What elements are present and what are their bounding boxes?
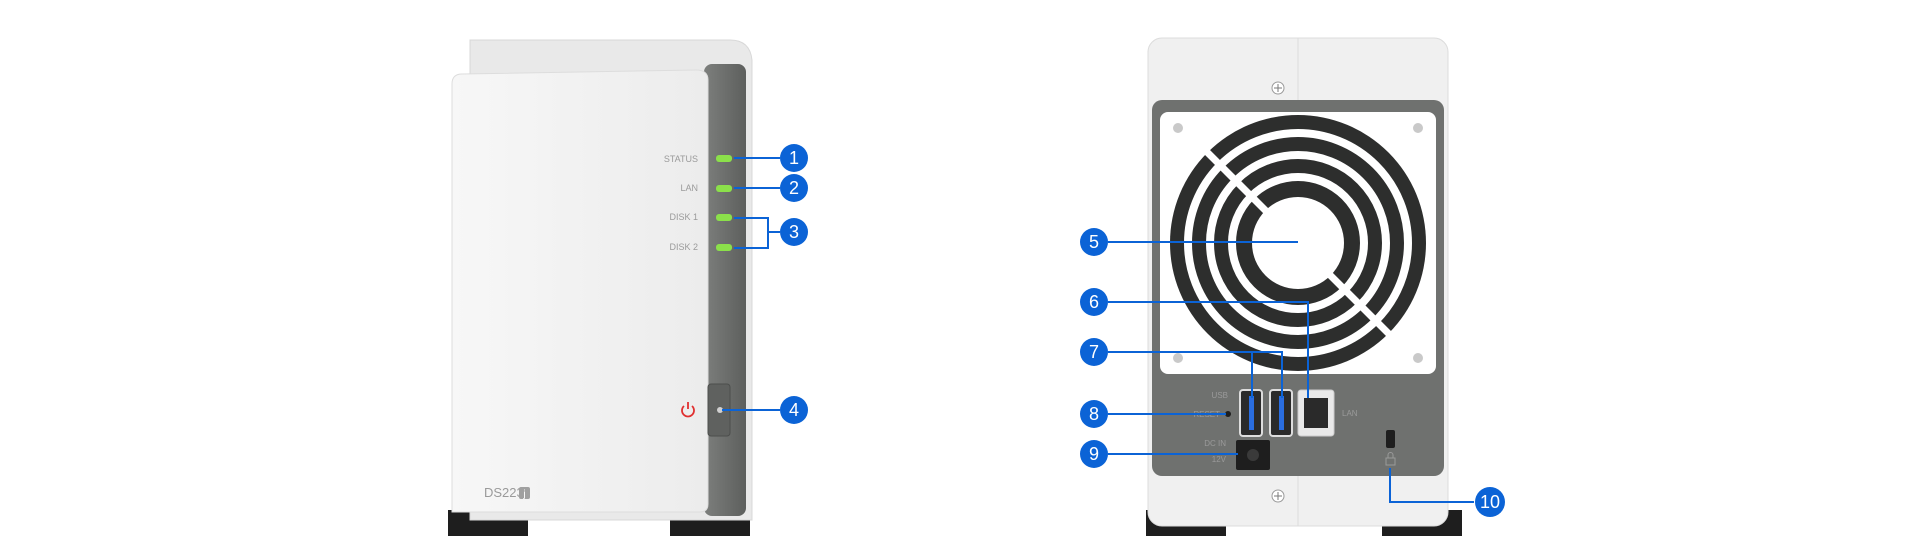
callout-4: 4 [780, 396, 808, 424]
lan-port-label: LAN [1342, 409, 1358, 418]
dc-spec-label: 12V [1212, 455, 1227, 464]
svg-text:2: 2 [789, 178, 799, 198]
front-view: STATUS LAN DISK 1 DISK 2 DS223 j 1 2 3 4 [448, 39, 808, 536]
svg-text:1: 1 [789, 148, 799, 168]
led-disk2 [716, 244, 732, 251]
svg-text:10: 10 [1480, 492, 1500, 512]
callout-5: 5 [1080, 228, 1108, 256]
svg-text:8: 8 [1089, 404, 1099, 424]
usb-label: USB [1212, 391, 1228, 400]
front-side-panel [704, 64, 746, 516]
svg-text:5: 5 [1089, 232, 1099, 252]
svg-text:3: 3 [789, 222, 799, 242]
callout-8: 8 [1080, 400, 1108, 428]
svg-text:6: 6 [1089, 292, 1099, 312]
callout-6: 6 [1080, 288, 1108, 316]
svg-text:7: 7 [1089, 342, 1099, 362]
model-badge-box [519, 487, 530, 499]
led-label-status: STATUS [664, 154, 698, 164]
back-callout-lines [1108, 241, 1474, 503]
svg-text:9: 9 [1089, 444, 1099, 464]
callout-2: 2 [780, 174, 808, 202]
model-name: DS223 [484, 485, 524, 500]
top-screw [1271, 81, 1285, 95]
callout-7: 7 [1080, 338, 1108, 366]
callout-3: 3 [780, 218, 808, 246]
callout-1: 1 [780, 144, 808, 172]
front-face [451, 69, 709, 513]
kensington-slot [1386, 430, 1395, 448]
power-led [717, 407, 723, 413]
power-icon [681, 402, 695, 418]
front-callout-lines [722, 157, 780, 411]
led-label-disk1: DISK 1 [669, 212, 698, 222]
callout-10: 10 [1475, 487, 1505, 517]
led-label-disk2: DISK 2 [669, 242, 698, 252]
bottom-screw [1271, 489, 1285, 503]
led-label-lan: LAN [680, 183, 698, 193]
back-view: USB LAN RESET DC IN 12V 5 6 7 [1080, 37, 1505, 536]
reset-button [1225, 411, 1231, 417]
svg-text:4: 4 [789, 400, 799, 420]
model-badge: j [522, 489, 525, 500]
led-lan [716, 185, 732, 192]
lock-icon [1385, 452, 1396, 466]
led-disk1 [716, 214, 732, 221]
dc-in-label: DC IN [1204, 439, 1226, 448]
led-status [716, 155, 732, 162]
callout-9: 9 [1080, 440, 1108, 468]
